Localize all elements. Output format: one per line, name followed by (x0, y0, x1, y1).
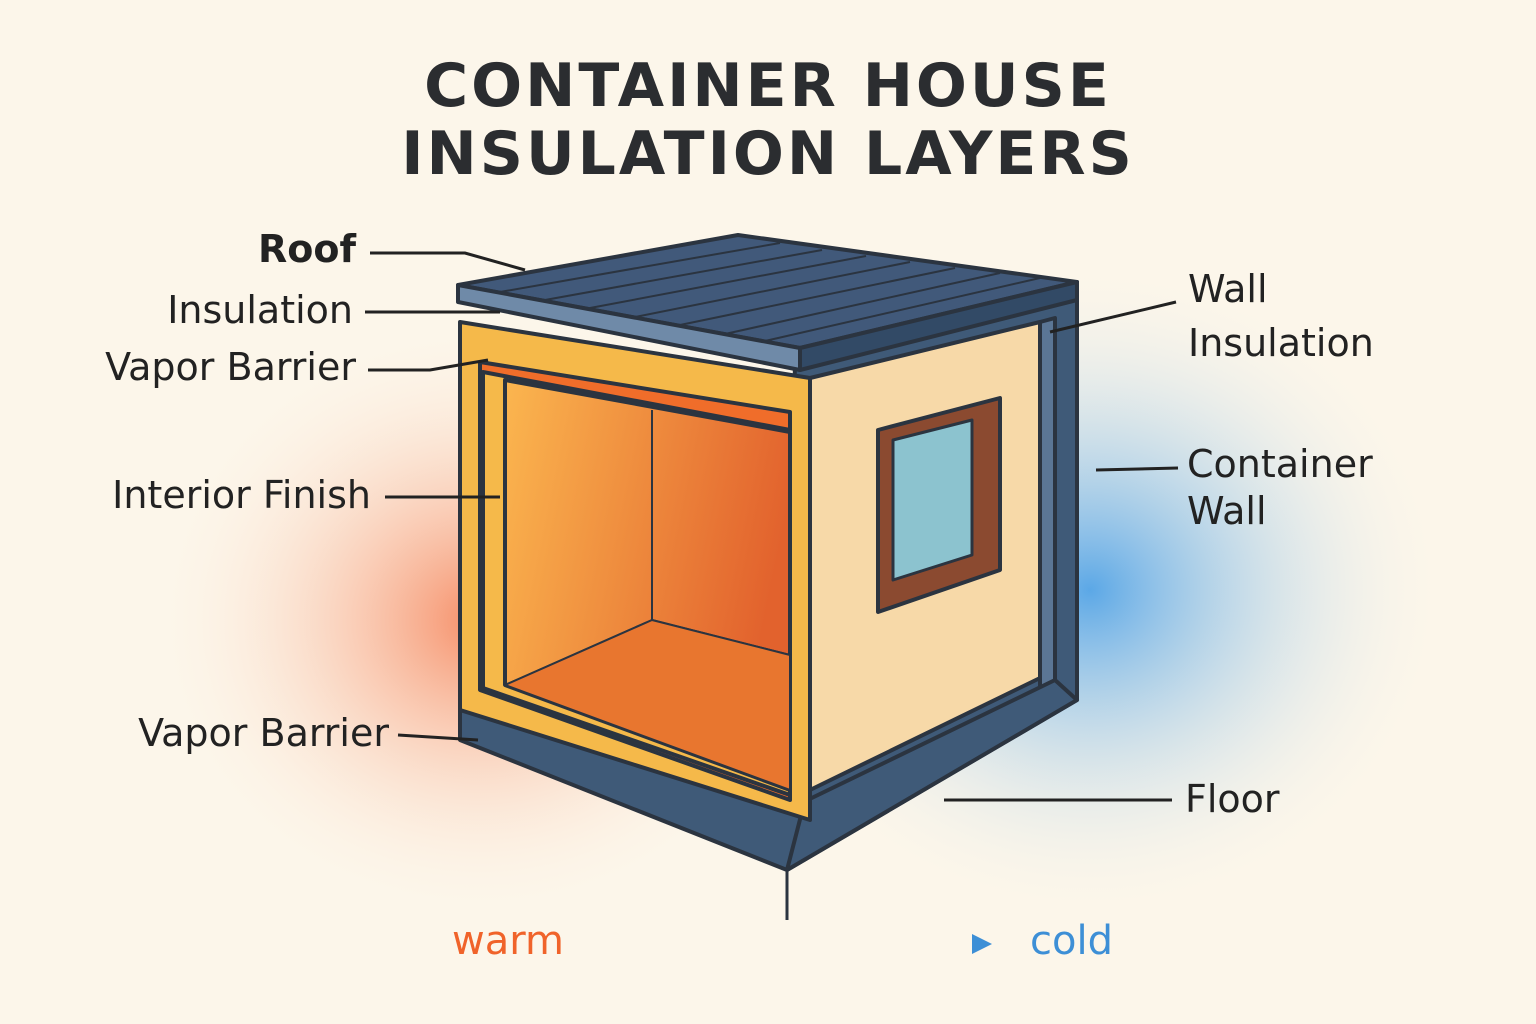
label-wall-insulation-2: Insulation (1188, 321, 1374, 365)
label-interior-finish: Interior Finish (112, 473, 371, 517)
label-vapor-barrier-bottom: Vapor Barrier (138, 711, 389, 755)
label-arrows (365, 251, 1179, 802)
label-floor: Floor (1185, 777, 1280, 821)
legend-cold: cold (1030, 918, 1113, 964)
label-insulation: Insulation (167, 288, 353, 332)
label-vapor-barrier-top: Vapor Barrier (105, 345, 356, 389)
wall-insulation-strip (1038, 316, 1057, 700)
roof-edge-right (798, 280, 1079, 372)
container-house (456, 233, 1079, 920)
title-line-1: CONTAINER HOUSE (424, 51, 1112, 121)
label-roof: Roof (257, 227, 356, 271)
title-line-2: INSULATION LAYERS (401, 119, 1135, 189)
interior-floor (504, 619, 791, 791)
label-wall-insulation-1: Wall (1188, 267, 1268, 311)
arrowhead-icon (972, 934, 992, 954)
legend-warm: warm (452, 918, 564, 964)
label-container-wall-2: Wall (1187, 489, 1267, 533)
label-container-wall-1: Container (1187, 442, 1373, 486)
window-glass (891, 418, 974, 582)
